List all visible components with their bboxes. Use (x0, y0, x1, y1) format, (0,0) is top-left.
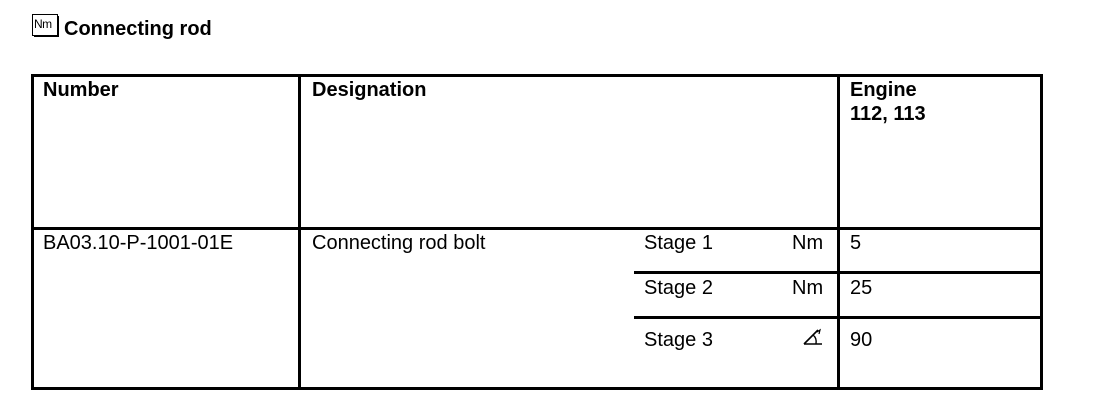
row-designation: Connecting rod bolt (312, 232, 486, 254)
stage1-label: Stage 1 (644, 232, 713, 254)
section-heading: Nm Connecting rod (32, 14, 212, 44)
header-designation: Designation (312, 79, 427, 101)
stage1-value: 5 (850, 232, 862, 254)
header-engine-models: 112, 113 (850, 103, 926, 125)
torque-nm-icon: Nm (32, 14, 59, 38)
angle-icon (802, 327, 826, 347)
stage1-divider (634, 271, 1040, 274)
stage2-unit: Nm (792, 277, 824, 299)
stage2-divider (634, 316, 1040, 319)
torque-icon-label: Nm (34, 17, 52, 31)
stage2-label: Stage 2 (644, 277, 713, 299)
divider-designation-engine (837, 74, 840, 387)
header-row-divider (31, 227, 1040, 230)
header-number: Number (43, 79, 119, 101)
table-border (31, 74, 1043, 390)
stage3-label: Stage 3 (644, 329, 713, 351)
stage1-unit: Nm (792, 232, 824, 254)
page-title: Connecting rod (64, 17, 212, 40)
row-number: BA03.10-P-1001-01E (43, 232, 234, 254)
header-engine: Engine (850, 79, 917, 101)
stage3-value: 90 (850, 329, 873, 351)
stage2-value: 25 (850, 277, 873, 299)
divider-number-designation (298, 74, 301, 387)
